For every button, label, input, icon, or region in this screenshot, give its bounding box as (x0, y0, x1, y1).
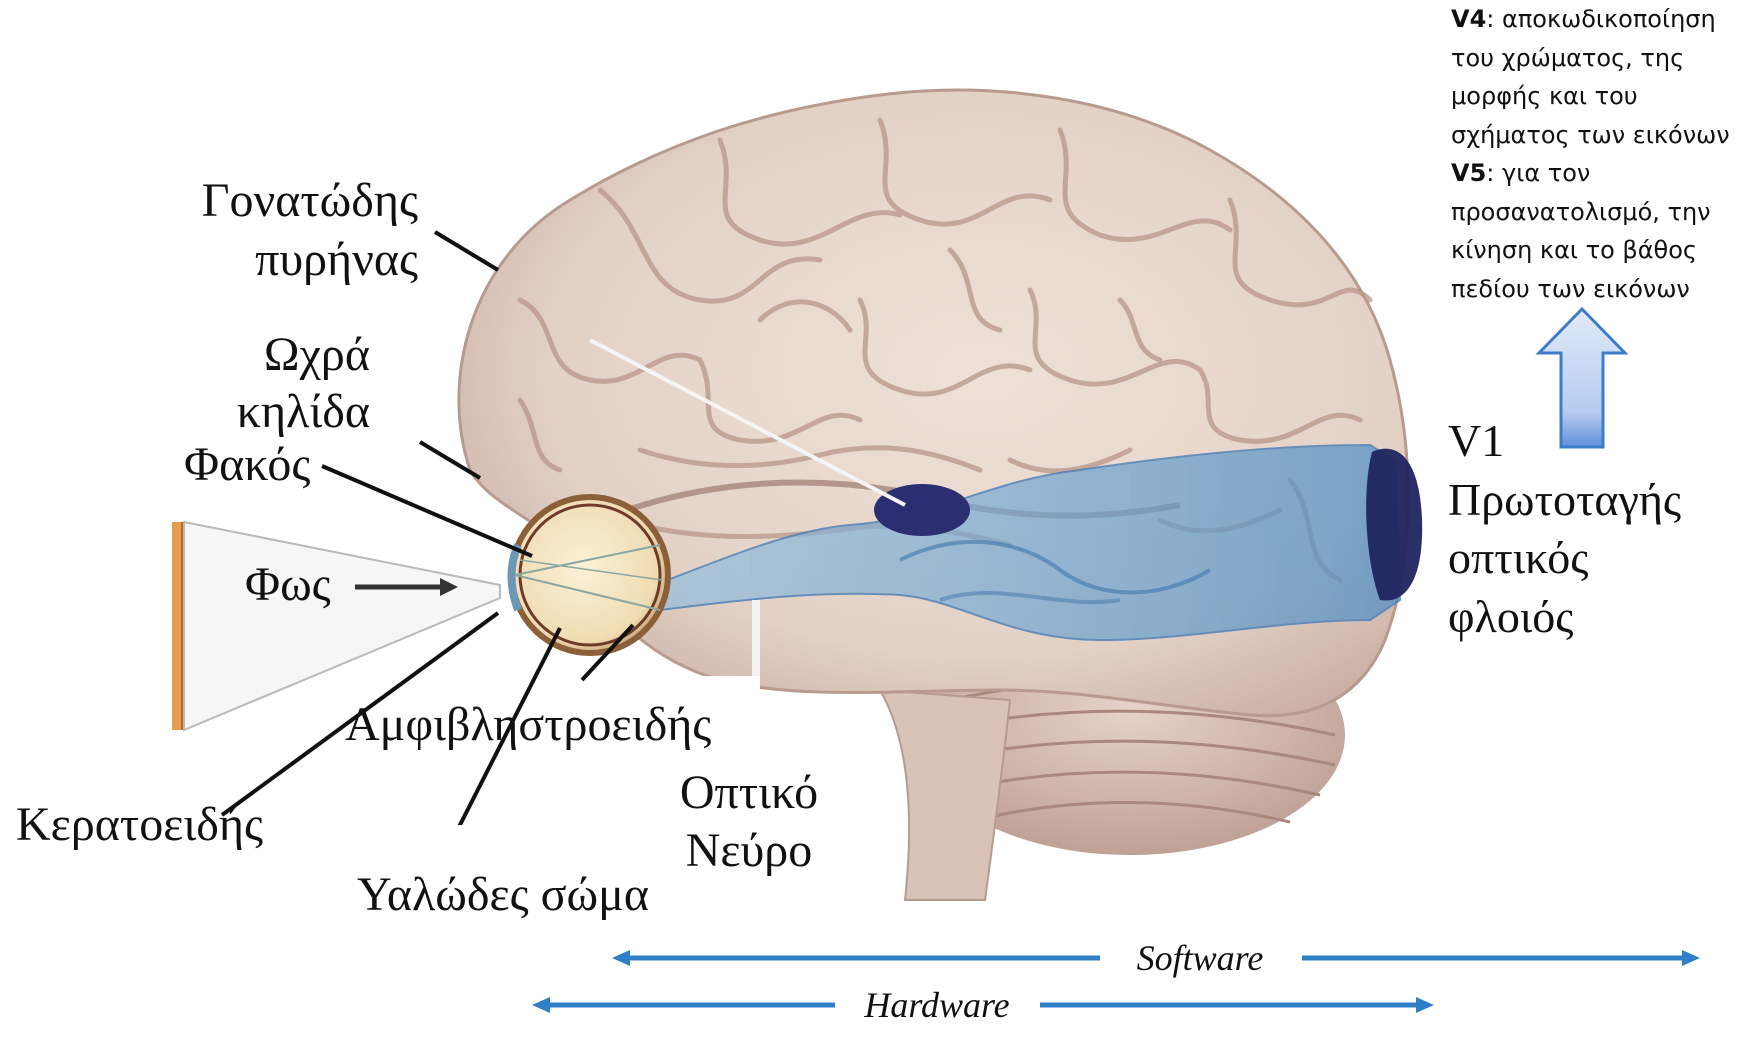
hardware-label: Hardware (863, 985, 1009, 1025)
v1-region (1366, 449, 1422, 601)
v1-label: V1 (1448, 415, 1504, 466)
geniculate-label-line2: πυρήνας (255, 233, 418, 286)
optic-nerve-label-line2: Νεύρο (686, 824, 813, 877)
cornea-label: Κερατοειδής (16, 798, 263, 851)
v5-note-line4: πεδίου των εικόνων (1451, 270, 1753, 309)
brainstem (880, 690, 1010, 900)
light-label: Φως (245, 558, 331, 611)
v5-key: V5 (1451, 159, 1486, 187)
v1-label-line3: οπτικός (1448, 532, 1588, 583)
geniculate-nucleus (874, 484, 970, 536)
v5-note: V5: για τον (1451, 154, 1753, 193)
retina-label: Αμφιβληστροειδής (345, 698, 711, 751)
visual-areas-notes: V4: αποκωδικοποίηση του χρώματος, της μο… (1451, 0, 1753, 308)
v4-note-line1: : αποκωδικοποίηση (1486, 5, 1715, 33)
up-arrow (1539, 309, 1625, 447)
v4-note-line2: του χρώματος, της (1451, 39, 1753, 78)
optic-nerve-label-line1: Οπτικό (680, 766, 818, 819)
v4-key: V4 (1451, 5, 1486, 33)
v5-note-line1: : για τον (1486, 159, 1590, 187)
vitreous-label: Υαλώδες σώμα (357, 868, 649, 921)
geniculate-label-line1: Γονατώδης (202, 174, 418, 227)
v4-note-line4: σχήματος των εικόνων (1451, 116, 1753, 155)
eye (512, 497, 669, 653)
v1-label-line4: φλοιός (1448, 591, 1573, 642)
v4-note-line3: μορφής και του (1451, 77, 1753, 116)
v4-note: V4: αποκωδικοποίηση (1451, 0, 1753, 39)
macula-label-line1: Ωχρά (264, 328, 370, 381)
lens-label: Φακός (184, 438, 310, 491)
software-label: Software (1137, 938, 1264, 978)
v5-note-line3: κίνηση και το βάθος (1451, 231, 1753, 270)
macula-label-line2: κηλίδα (237, 385, 370, 438)
v1-label-line2: Πρωτοταγής (1448, 474, 1681, 525)
v5-note-line2: προσανατολισμό, την (1451, 193, 1753, 232)
